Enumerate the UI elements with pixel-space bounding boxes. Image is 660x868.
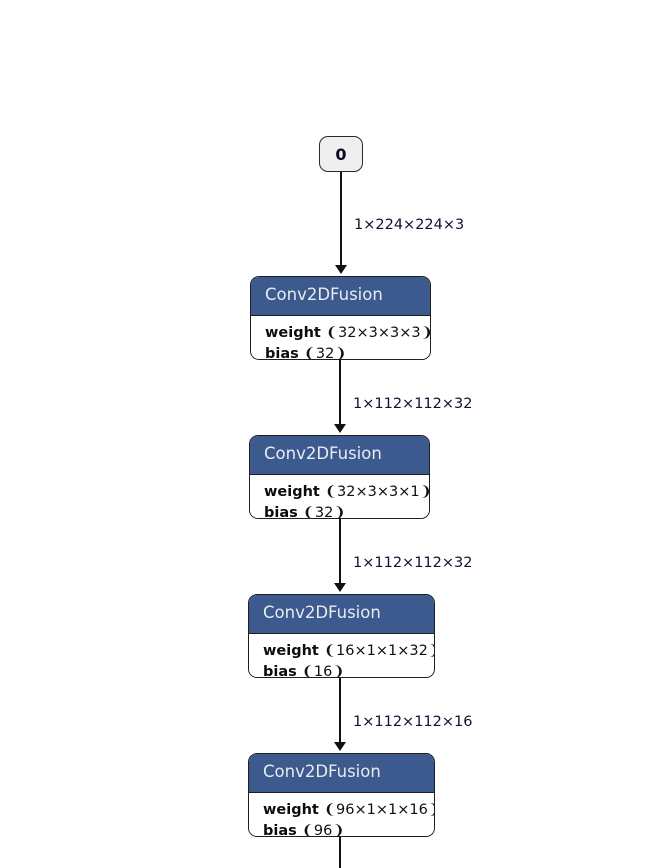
node-conv2dfusion-3[interactable]: Conv2DFusion weight❨16×1×1×32❩ bias ❨16❩ [248, 594, 435, 678]
input-node-label: 0 [335, 144, 347, 164]
attribute-name: bias [264, 504, 298, 519]
edge-label-3: 1×112×112×16 [353, 714, 473, 730]
node-body-3: weight❨16×1×1×32❩ bias ❨16❩ [249, 633, 434, 678]
attribute-row-weight-2: weight❨32×3×3×1❩ [264, 482, 429, 503]
attribute-name: weight [264, 483, 320, 500]
edge-line-3 [339, 678, 341, 744]
attribute-value: ❨96×1×1×16❩ [323, 801, 435, 818]
attribute-row-weight-3: weight❨16×1×1×32❩ [263, 641, 434, 662]
graph-input-node[interactable]: 0 [319, 136, 363, 172]
attribute-row-bias-3: bias ❨16❩ [263, 662, 434, 678]
edge-label-1: 1×112×112×32 [353, 396, 473, 412]
edge-line-0 [340, 172, 342, 267]
edge-line-1 [339, 360, 341, 426]
edge-line-2 [339, 519, 341, 585]
attribute-value: ❨32×3×3×3❩ [325, 324, 431, 341]
attribute-row-bias-2: bias ❨32❩ [264, 503, 429, 519]
node-body-2: weight❨32×3×3×1❩ bias ❨32❩ [250, 474, 429, 519]
edge-label-0: 1×224×224×3 [354, 217, 465, 233]
node-body-4: weight❨96×1×1×16❩ bias ❨96❩ [249, 792, 434, 837]
attribute-row-weight-4: weight❨96×1×1×16❩ [263, 800, 434, 821]
node-conv2dfusion-4[interactable]: Conv2DFusion weight❨96×1×1×16❩ bias ❨96❩ [248, 753, 435, 837]
edge-arrow-1 [334, 424, 346, 433]
edge-line-4 [339, 837, 341, 868]
attribute-name: weight [263, 801, 319, 818]
attribute-row-weight-1: weight❨32×3×3×3❩ [265, 323, 430, 344]
node-header-3: Conv2DFusion [249, 595, 434, 634]
attribute-name: weight [265, 324, 321, 341]
attribute-value: ❨32❩ [302, 504, 346, 519]
attribute-name: weight [263, 642, 319, 659]
attribute-value: ❨16❩ [301, 663, 345, 678]
attribute-value: ❨32×3×3×1❩ [324, 483, 430, 500]
attribute-row-bias-1: bias ❨32❩ [265, 344, 430, 360]
attribute-value: ❨16×1×1×32❩ [323, 642, 435, 659]
node-header-4: Conv2DFusion [249, 754, 434, 793]
attribute-name: bias [265, 345, 299, 360]
node-body-1: weight❨32×3×3×3❩ bias ❨32❩ [251, 315, 430, 360]
edge-arrow-0 [335, 265, 347, 274]
edge-arrow-3 [334, 742, 346, 751]
edge-label-2: 1×112×112×32 [353, 555, 473, 571]
attribute-name: bias [263, 663, 297, 678]
node-conv2dfusion-1[interactable]: Conv2DFusion weight❨32×3×3×3❩ bias ❨32❩ [250, 276, 431, 360]
node-header-1: Conv2DFusion [251, 277, 430, 316]
node-header-2: Conv2DFusion [250, 436, 429, 475]
attribute-value: ❨96❩ [301, 822, 345, 837]
edge-arrow-2 [334, 583, 346, 592]
attribute-name: bias [263, 822, 297, 837]
attribute-row-bias-4: bias ❨96❩ [263, 821, 434, 837]
node-conv2dfusion-2[interactable]: Conv2DFusion weight❨32×3×3×1❩ bias ❨32❩ [249, 435, 430, 519]
attribute-value: ❨32❩ [303, 345, 347, 360]
